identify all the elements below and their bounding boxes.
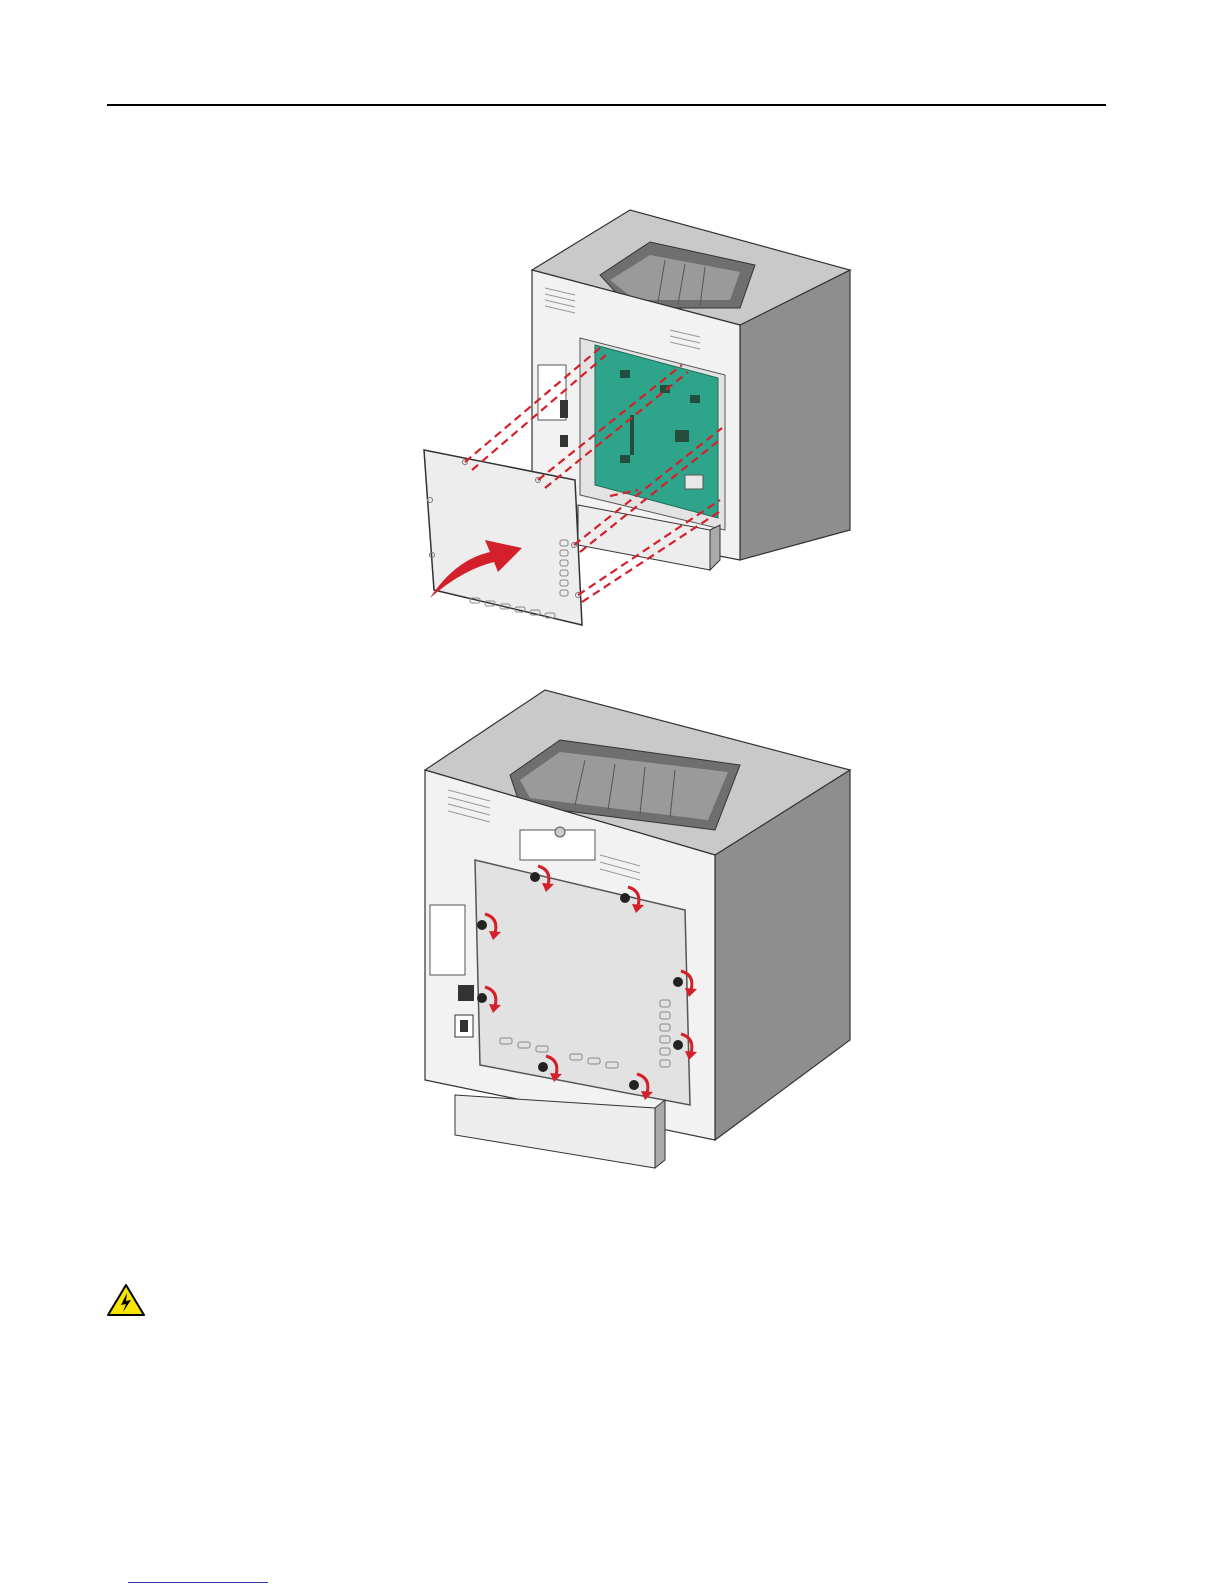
figure-tighten-screws (410, 680, 870, 1190)
figure-install-cover (410, 200, 870, 640)
shock-hazard-icon (107, 1284, 145, 1316)
footer-link-underline[interactable] (128, 1582, 268, 1583)
optional-drawer (455, 1095, 655, 1168)
header-rule (107, 104, 1106, 106)
